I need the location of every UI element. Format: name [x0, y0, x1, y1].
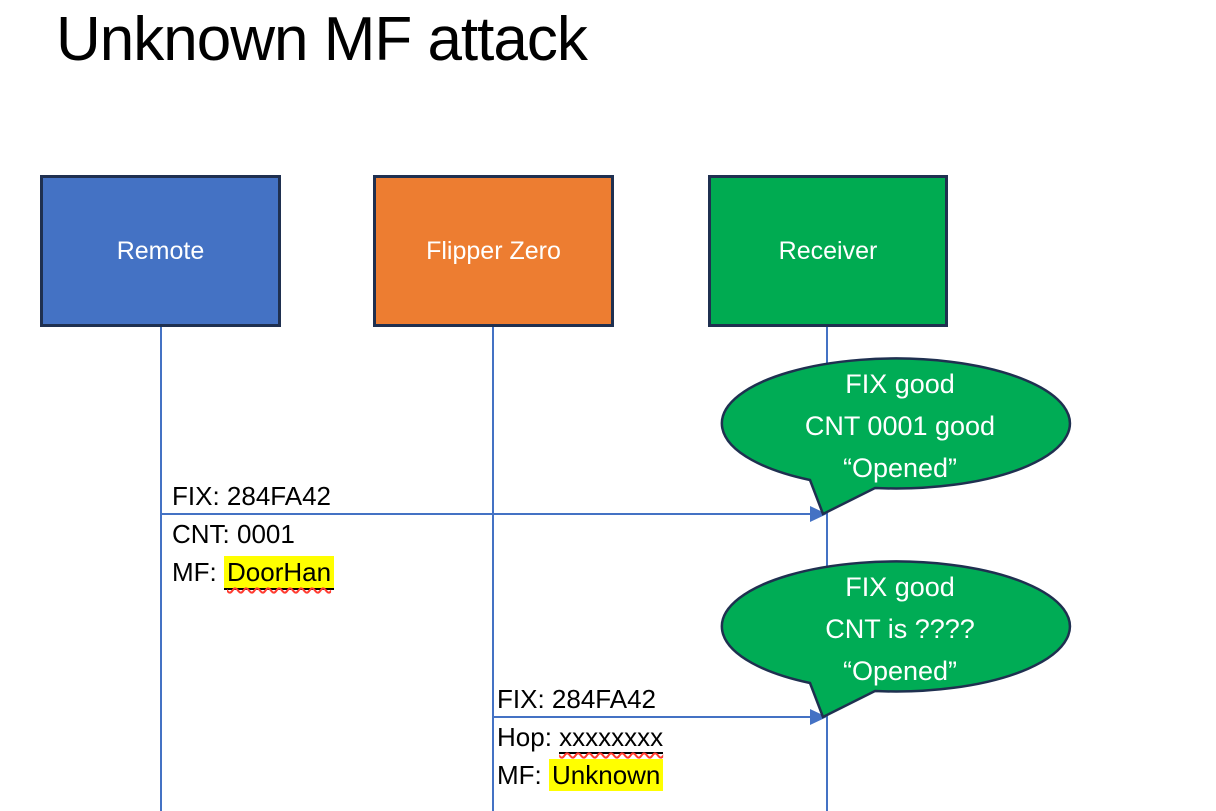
message-line-fix: FIX: 284FA42 [172, 481, 331, 511]
callout-receiver-first: FIX good CNT 0001 good “Opened” [710, 363, 1090, 489]
callout-bubble-shape [720, 357, 1072, 516]
callout-line: FIX good [845, 572, 955, 602]
message-arrow-flipper-to-receiver [493, 716, 811, 718]
callout-line: FIX good [845, 369, 955, 399]
callout-line: “Opened” [842, 453, 958, 483]
message-line-hop: Hop: xxxxxxxx [497, 718, 664, 756]
message-line-mf: MF: Unknown [497, 756, 664, 794]
callout-bubble-shape [720, 560, 1072, 719]
message-labels-flipper-to-receiver: FIX: 284FA42 Hop: xxxxxxxx MF: Unknown [497, 680, 664, 794]
actor-box-flipper-zero: Flipper Zero [373, 175, 614, 327]
page-title: Unknown MF attack [56, 5, 588, 74]
callout-line: CNT 0001 good [804, 411, 996, 441]
lifeline-flipper-zero [492, 327, 494, 811]
message-line-fix: FIX: 284FA42 [497, 684, 656, 714]
hop-value-underlined: xxxxxxxx [559, 722, 664, 754]
actor-label-receiver: Receiver [778, 236, 878, 265]
message-line-mf: MF: DoorHan [172, 553, 335, 591]
callout-receiver-second: FIX good CNT is ???? “Opened” [710, 566, 1090, 692]
lifeline-remote [160, 327, 162, 811]
mf-value-highlighted: DoorHan [224, 556, 335, 590]
actor-box-remote: Remote [40, 175, 281, 327]
callout-line: “Opened” [842, 656, 958, 686]
actor-label-flipper-zero: Flipper Zero [426, 236, 561, 265]
mf-prefix: MF: [172, 557, 224, 587]
message-arrow-remote-to-receiver [161, 513, 811, 515]
mf-prefix: MF: [497, 760, 549, 790]
mf-value-highlighted: Unknown [549, 759, 664, 791]
message-line-cnt: CNT: 0001 [172, 519, 295, 549]
actor-label-remote: Remote [116, 236, 205, 265]
actor-box-receiver: Receiver [708, 175, 948, 327]
message-labels-remote-to-receiver: FIX: 284FA42 CNT: 0001 MF: DoorHan [172, 477, 335, 591]
callout-line: CNT is ???? [825, 614, 975, 644]
hop-prefix: Hop: [497, 722, 560, 752]
